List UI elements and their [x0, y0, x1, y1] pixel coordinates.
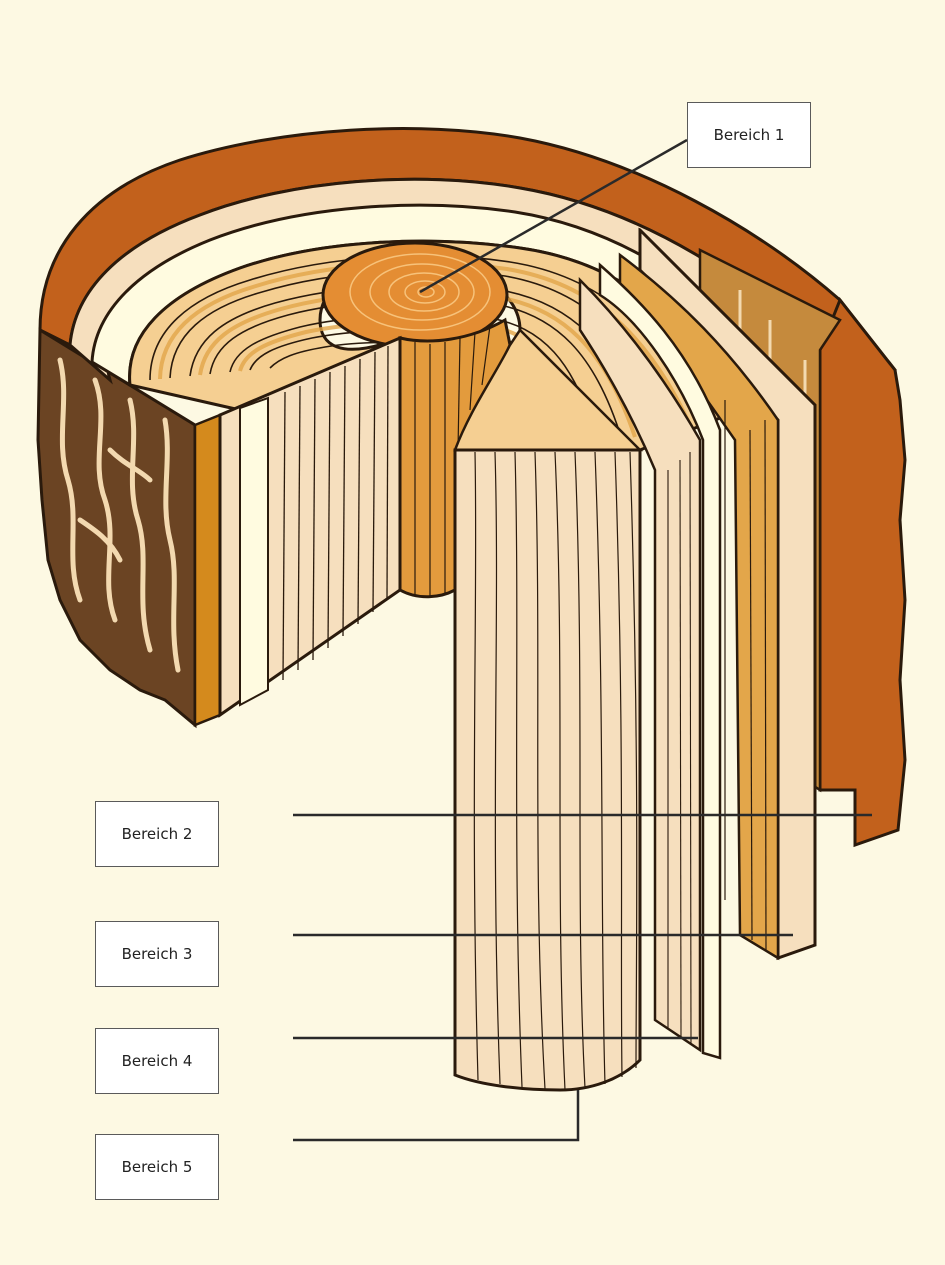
label-bereich-1-text: Bereich 1: [713, 126, 785, 144]
cambium-thin-panel: [598, 262, 722, 1060]
cambium-strip-left: [193, 413, 222, 727]
label-bereich-5: Bereich 5: [95, 1134, 219, 1200]
label-bereich-4-text: Bereich 4: [121, 1052, 193, 1070]
label-bereich-1: Bereich 1: [687, 102, 811, 168]
grain-lines-right: [724, 400, 767, 951]
front-board: [453, 448, 642, 1092]
leader-lines: [293, 138, 872, 1142]
leader-line-5: [293, 1090, 580, 1142]
grain-lines-left: [282, 345, 389, 681]
bark-side-right: [818, 297, 907, 848]
grain-lines-core: [414, 325, 491, 597]
leader-line-1: [419, 138, 688, 294]
label-bereich-3-text: Bereich 3: [121, 945, 193, 963]
label-bereich-5-text: Bereich 5: [121, 1158, 193, 1176]
label-bereich-2-text: Bereich 2: [121, 825, 193, 843]
cambium-face-left: [239, 396, 269, 707]
bark-cracks: [57, 357, 181, 673]
label-bereich-3: Bereich 3: [95, 921, 219, 987]
front-board-grain: [473, 451, 638, 1091]
pith-rings: [349, 253, 491, 331]
label-bereich-2: Bereich 2: [95, 801, 219, 867]
sapwood-panel-inner: [578, 276, 702, 1053]
label-bereich-4: Bereich 4: [95, 1028, 219, 1094]
front-board-top: [453, 328, 644, 452]
